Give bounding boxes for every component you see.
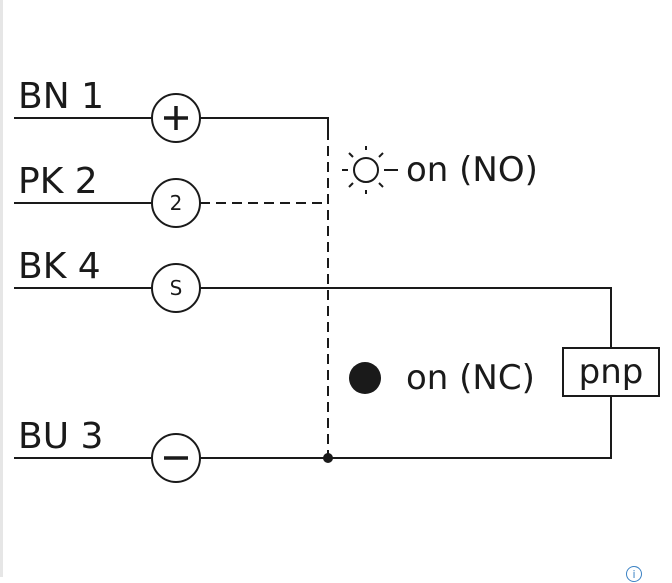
wire-label-bu3: BU 3 xyxy=(18,416,103,457)
wire-label-bn1: BN 1 xyxy=(18,76,104,117)
led-off-icon xyxy=(342,146,398,194)
wire-bn1-right xyxy=(200,117,329,130)
terminal-2-label: 2 xyxy=(170,191,183,215)
pnp-output-box: pnp xyxy=(562,347,660,397)
led-on-icon xyxy=(349,362,381,394)
info-icon[interactable]: i xyxy=(626,566,642,582)
terminal-2: 2 xyxy=(151,178,201,228)
status-nc-label: on (NC) xyxy=(406,358,535,398)
terminal-s-label: S xyxy=(170,276,183,300)
wire-label-pk2: PK 2 xyxy=(18,161,98,202)
pnp-label: pnp xyxy=(579,352,644,392)
terminal-s: S xyxy=(151,263,201,313)
junction-dot xyxy=(323,453,333,463)
wire-bu3-right xyxy=(200,396,612,459)
terminal-minus xyxy=(151,433,201,483)
left-edge-border xyxy=(0,0,3,577)
wire-bk4-right xyxy=(200,287,612,348)
wire-label-bk4: BK 4 xyxy=(18,246,101,287)
terminal-plus xyxy=(151,93,201,143)
status-no-label: on (NO) xyxy=(406,150,538,190)
